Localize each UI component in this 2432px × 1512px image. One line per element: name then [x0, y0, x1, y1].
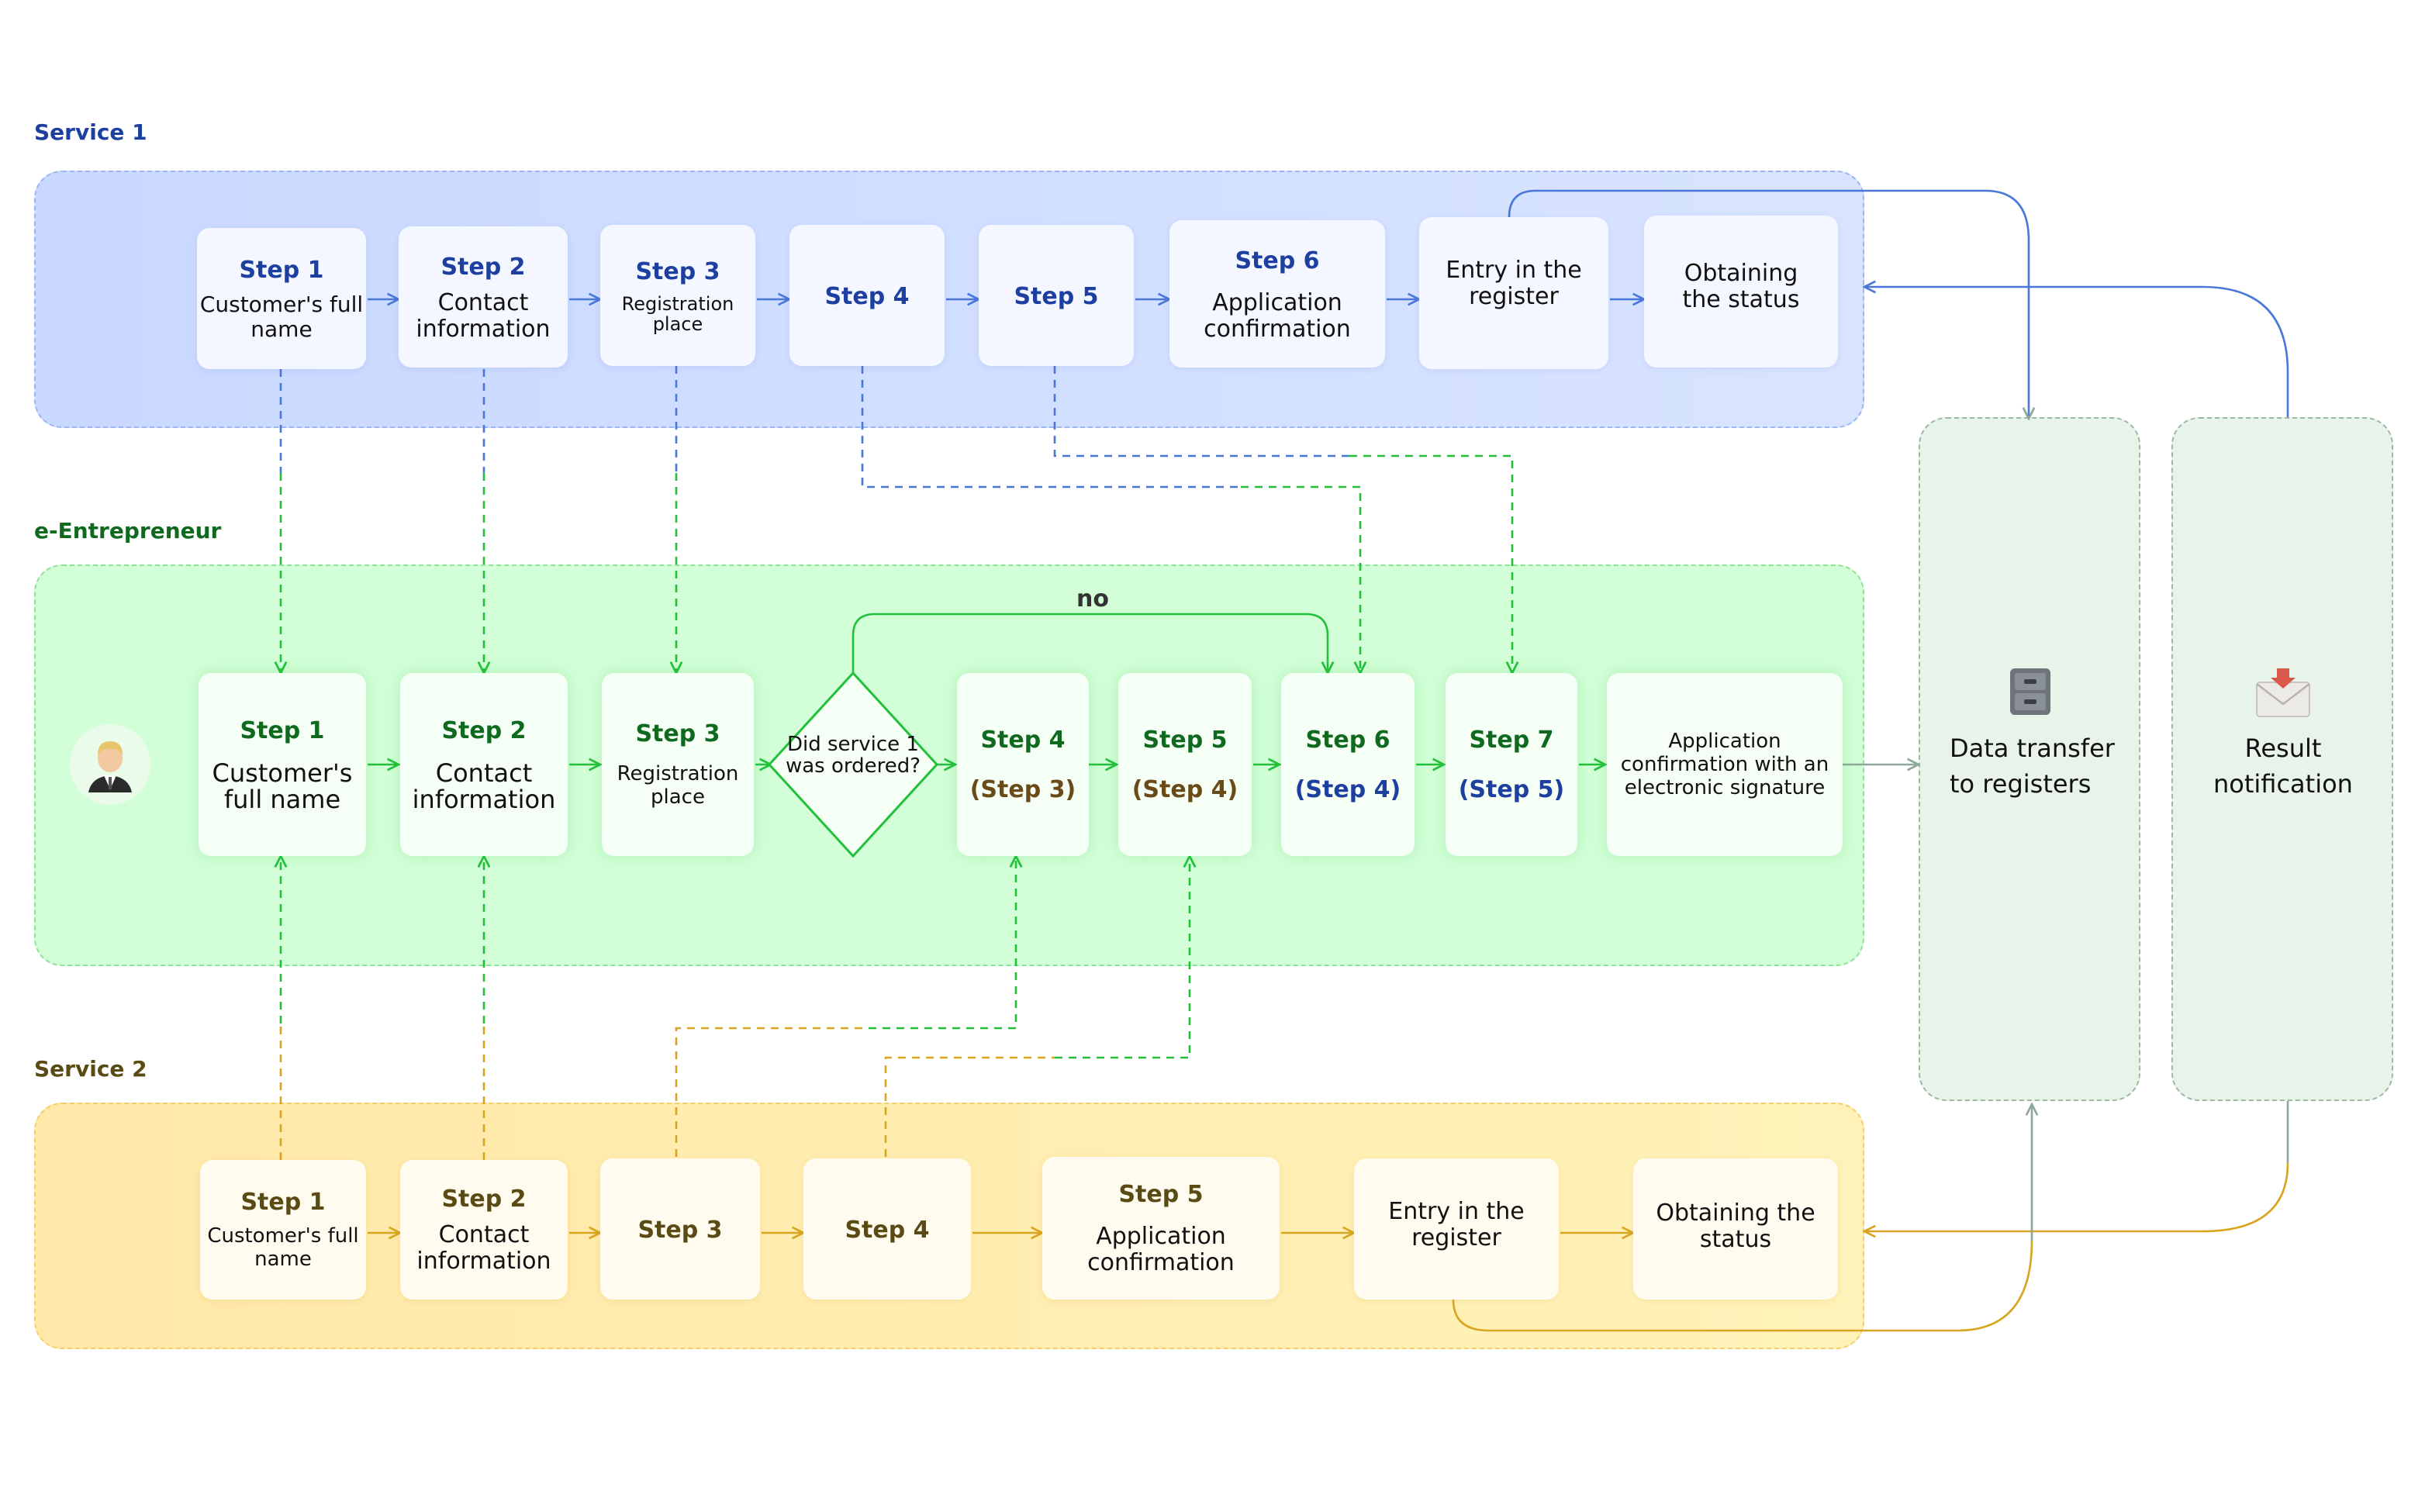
- service1-step1-desc: Customer's full name: [199, 292, 364, 342]
- entrepreneur-step4-title: Step 4: [980, 726, 1066, 754]
- file-cabinet-icon: [2009, 667, 2052, 723]
- service2-step1-title: Step 1: [240, 1188, 326, 1216]
- entrepreneur-step7-title: Step 7: [1469, 726, 1554, 754]
- service2-obtaining-status: Obtaining the status: [1633, 1158, 1838, 1300]
- data-transfer-column: [1919, 417, 2140, 1101]
- incoming-envelope-icon: [2255, 667, 2311, 726]
- decision-diamond: [767, 671, 939, 858]
- service2-step4-title: Step 4: [845, 1215, 930, 1243]
- service2-entry-register-label: Entry in the register: [1388, 1196, 1525, 1251]
- service2-step5-title: Step 5: [1118, 1180, 1204, 1208]
- service1-step6-desc: Application confirmation: [1204, 288, 1351, 342]
- service2-step4: Step 4: [803, 1158, 971, 1300]
- service2-step3: Step 3: [600, 1158, 760, 1300]
- entrepreneur-step5-ref: (Step 4): [1131, 775, 1238, 803]
- entrepreneur-step4: Step 4 (Step 3): [957, 673, 1089, 856]
- service2-step2-title: Step 2: [441, 1185, 527, 1213]
- service2-step5-desc: Application confirmation: [1087, 1222, 1235, 1276]
- entrepreneur-step1: Step 1 Customer's full name: [199, 673, 366, 856]
- decision-label: Did service 1 was ordered?: [785, 734, 921, 778]
- entrepreneur-step2-title: Step 2: [441, 716, 527, 744]
- entrepreneur-application-confirmation: Application confirmation with an electro…: [1607, 673, 1843, 856]
- service1-step2-title: Step 2: [440, 252, 526, 280]
- entrepreneur-step7-ref: (Step 5): [1458, 775, 1565, 803]
- service2-step2-desc: Contact information: [416, 1220, 551, 1275]
- result-notification-column: [2171, 417, 2393, 1101]
- data-transfer-label: Data transfer to registers: [1950, 734, 2115, 799]
- service1-step6-title: Step 6: [1235, 246, 1320, 274]
- entrepreneur-step3: Step 3 Registration place: [602, 673, 754, 856]
- service1-step3: Step 3 Registration place: [600, 225, 755, 366]
- service1-step2: Step 2 Contact information: [399, 226, 568, 368]
- service1-step1-title: Step 1: [239, 255, 324, 283]
- businessman-icon: [70, 724, 150, 805]
- service1-step5: Step 5: [979, 225, 1134, 366]
- result-notification-label: Result notification: [2213, 734, 2353, 799]
- entrepreneur-step1-title: Step 1: [240, 716, 325, 744]
- service1-step3-desc: Registration place: [621, 292, 734, 334]
- service1-entry-register: Entry in the register: [1419, 217, 1608, 369]
- service2-step1-desc: Customer's full name: [207, 1225, 359, 1272]
- service2-step2: Step 2 Contact information: [400, 1160, 568, 1300]
- service1-step4-title: Step 4: [824, 281, 910, 309]
- service1-step2-desc: Contact information: [416, 288, 551, 342]
- entrepreneur-step6-title: Step 6: [1305, 726, 1390, 754]
- service1-step6: Step 6 Application confirmation: [1169, 220, 1385, 368]
- entrepreneur-step2: Step 2 Contact information: [400, 673, 568, 856]
- service1-step3-title: Step 3: [635, 257, 720, 285]
- service2-entry-register: Entry in the register: [1354, 1158, 1559, 1300]
- entrepreneur-step2-desc: Contact information: [412, 758, 556, 814]
- service2-step1: Step 1 Customer's full name: [200, 1160, 366, 1300]
- service2-step3-title: Step 3: [637, 1215, 723, 1243]
- service2-step5: Step 5 Application confirmation: [1042, 1157, 1280, 1300]
- entrepreneur-step7: Step 7 (Step 5): [1446, 673, 1577, 856]
- entrepreneur-step4-ref: (Step 3): [969, 775, 1076, 803]
- lane-label-service1: Service 1: [34, 121, 147, 146]
- service1-entry-register-label: Entry in the register: [1446, 256, 1582, 310]
- entrepreneur-step5: Step 5 (Step 4): [1118, 673, 1252, 856]
- entrepreneur-step5-title: Step 5: [1142, 726, 1228, 754]
- service1-step5-title: Step 5: [1014, 281, 1099, 309]
- entrepreneur-step6: Step 6 (Step 4): [1281, 673, 1415, 856]
- lane-label-entrepreneur: e-Entrepreneur: [34, 520, 222, 544]
- service1-obtaining-status: Obtaining the status: [1644, 216, 1838, 368]
- service2-obtaining-status-label: Obtaining the status: [1656, 1198, 1815, 1252]
- service1-step1: Step 1 Customer's full name: [197, 228, 366, 369]
- service1-obtaining-status-label: Obtaining the status: [1682, 259, 1800, 313]
- entrepreneur-step1-desc: Customer's full name: [212, 758, 353, 814]
- entrepreneur-step3-desc: Registration place: [617, 763, 739, 810]
- entrepreneur-step3-title: Step 3: [635, 720, 720, 747]
- decision-no-label: no: [1076, 585, 1109, 613]
- entrepreneur-application-confirmation-label: Application confirmation with an electro…: [1620, 730, 1829, 799]
- service1-step4: Step 4: [789, 225, 945, 366]
- entrepreneur-step6-ref: (Step 4): [1294, 775, 1401, 803]
- lane-label-service2: Service 2: [34, 1058, 147, 1082]
